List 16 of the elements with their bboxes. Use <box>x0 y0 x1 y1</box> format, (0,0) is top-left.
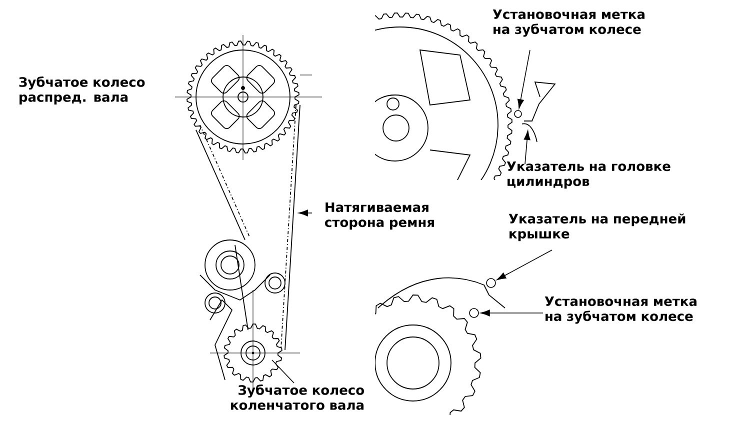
callout-text: Установочная метка на зубчатом колесе <box>544 296 696 324</box>
part-label: Зубчатое колесо распред. вала <box>19 76 145 104</box>
arrow <box>298 210 312 216</box>
arrow <box>496 250 552 280</box>
callout-text: Указатель на передней крышке <box>508 213 686 242</box>
callout-text: Указатель на головке цилиндров <box>506 161 670 189</box>
arrow <box>517 50 530 109</box>
callout-text: Натягиваемая сторона ремня <box>325 202 434 230</box>
timing-mark <box>486 278 496 288</box>
arrow <box>524 130 530 164</box>
timing-mark <box>469 308 479 318</box>
timing-mark <box>514 110 522 118</box>
callout-text: Зубчатое колесо коленчатого вала <box>231 384 364 410</box>
arrow <box>480 310 544 316</box>
callout-text: Установочная метка на зубчатом колесе <box>492 9 644 37</box>
leader-line <box>272 360 294 384</box>
